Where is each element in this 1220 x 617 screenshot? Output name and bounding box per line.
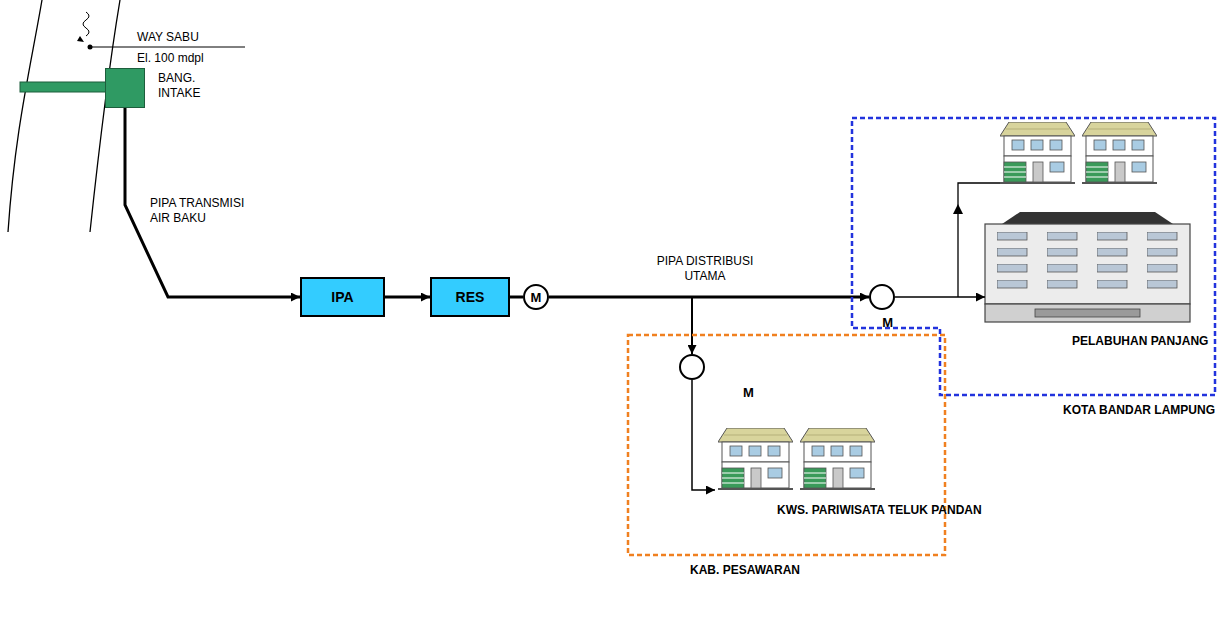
pipe-line bbox=[692, 380, 715, 490]
pipe-line bbox=[385, 296, 430, 299]
node-label: BANG. INTAKE bbox=[158, 71, 220, 101]
house-icon bbox=[718, 428, 793, 490]
building-roof bbox=[1002, 212, 1173, 224]
process-box: RES bbox=[430, 277, 510, 317]
port-building bbox=[985, 212, 1190, 322]
destination-area: KWS. PARIWISATA TELUK PANDAN bbox=[715, 425, 880, 495]
region-boundary: KOTA BANDAR LAMPUNGMPELABUHAN PANJANG bbox=[852, 118, 1215, 395]
node-label: M bbox=[882, 316, 893, 329]
river-label: WAY SABU bbox=[137, 30, 199, 45]
river-label: El. 100 mdpl bbox=[137, 51, 204, 66]
destination-area: PELABUHAN PANJANG bbox=[985, 212, 1190, 326]
region-outline bbox=[852, 118, 1215, 395]
house-icon bbox=[800, 428, 875, 490]
node-label: PELABUHAN PANJANG bbox=[1072, 334, 1190, 349]
pipe-label: PIPA DISTRIBUSI UTAMA bbox=[650, 254, 760, 284]
building-base bbox=[985, 304, 1190, 322]
pipe-line bbox=[549, 296, 869, 299]
house-icon bbox=[1000, 122, 1075, 184]
node-label: M bbox=[743, 386, 754, 399]
pipe-line bbox=[510, 296, 523, 299]
intake-pipe bbox=[20, 82, 106, 92]
process-box: IPA bbox=[300, 277, 385, 317]
node-label: M bbox=[531, 291, 542, 304]
intake-building: BANG. INTAKE bbox=[105, 68, 145, 108]
region-boundary: KAB. PESAWARANMKWS. PARIWISATA TELUK PAN… bbox=[628, 335, 945, 555]
pipe-line bbox=[549, 297, 692, 354]
node-label: KWS. PARIWISATA TELUK PANDAN bbox=[777, 503, 895, 518]
flow-symbol bbox=[83, 12, 89, 36]
building-body bbox=[985, 224, 1190, 304]
leader-line bbox=[90, 47, 245, 48]
water-meter: M bbox=[523, 284, 549, 310]
pipe-line bbox=[895, 296, 985, 298]
building-slot bbox=[1035, 309, 1140, 317]
region-outline bbox=[628, 335, 945, 555]
node-label: IPA bbox=[331, 290, 353, 305]
river-bank bbox=[8, 0, 42, 232]
house-icon bbox=[1082, 122, 1157, 184]
flow-symbol bbox=[77, 36, 84, 42]
pipe-label: PIPA TRANSMISI AIR BAKU bbox=[150, 196, 250, 226]
arrow-head bbox=[953, 204, 963, 214]
building-windows bbox=[997, 232, 1182, 296]
water-meter: M bbox=[869, 284, 895, 310]
node-label: RES bbox=[456, 290, 485, 305]
region-label: KAB. PESAWARAN bbox=[690, 563, 800, 578]
region-outline bbox=[852, 118, 1215, 395]
pipe-line bbox=[125, 108, 300, 297]
water-meter: M bbox=[679, 354, 705, 380]
region-label: KOTA BANDAR LAMPUNG bbox=[1063, 403, 1215, 418]
river-bank bbox=[90, 0, 120, 232]
region-outline bbox=[628, 335, 945, 555]
